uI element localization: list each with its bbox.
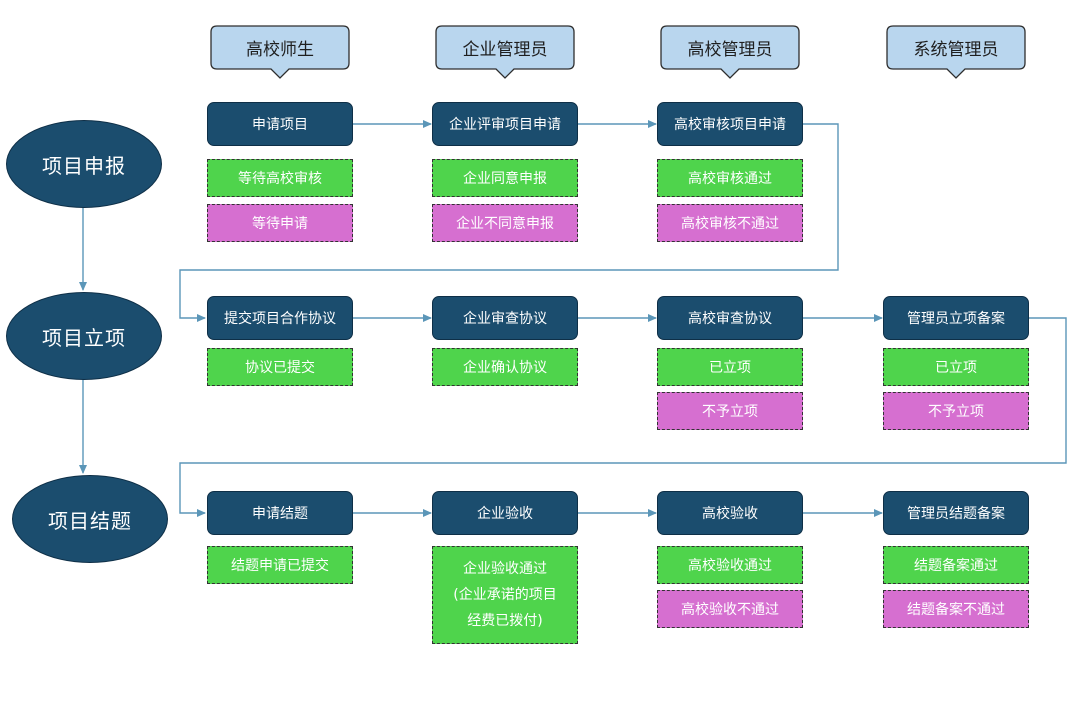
role-callout-shape — [210, 25, 350, 79]
step-node: 申请项目 — [207, 102, 353, 146]
status-success: 结题申请已提交 — [207, 546, 353, 584]
status-line: (企业承诺的项目 — [453, 587, 557, 603]
status-rejected: 高校验收不通过 — [657, 590, 803, 628]
status-success: 结题备案通过 — [883, 546, 1029, 584]
row-wrap-connector-1 — [179, 123, 839, 322]
status-success: 协议已提交 — [207, 348, 353, 386]
stage-node-3: 项目结题 — [12, 475, 168, 563]
step-node: 企业验收 — [432, 491, 578, 535]
step-node: 提交项目合作协议 — [207, 296, 353, 340]
status-rejected: 企业不同意申报 — [432, 204, 578, 242]
step-node: 高校验收 — [657, 491, 803, 535]
status-success: 已立项 — [883, 348, 1029, 386]
status-line: 经费已拨付) — [467, 613, 543, 629]
role-callout-shape — [886, 25, 1026, 79]
role-header-4: 系统管理员 — [913, 40, 999, 60]
status-rejected: 高校审核不通过 — [657, 204, 803, 242]
status-success: 高校验收通过 — [657, 546, 803, 584]
stage-node-1: 项目申报 — [6, 120, 162, 208]
role-callout-shape — [435, 25, 575, 79]
step-node: 企业评审项目申请 — [432, 102, 578, 146]
status-rejected: 结题备案不通过 — [883, 590, 1029, 628]
status-success: 高校审核通过 — [657, 159, 803, 197]
step-node: 高校审核项目申请 — [657, 102, 803, 146]
role-header-2: 企业管理员 — [462, 40, 548, 60]
stage-node-2: 项目立项 — [6, 292, 162, 380]
status-success: 企业验收通过 (企业承诺的项目经费已拨付) — [432, 546, 578, 644]
row-wrap-connector-2 — [179, 317, 1067, 517]
status-success: 已立项 — [657, 348, 803, 386]
role-header-3: 高校管理员 — [687, 40, 773, 60]
status-rejected: 不予立项 — [657, 392, 803, 430]
step-node: 高校审查协议 — [657, 296, 803, 340]
status-success: 企业同意申报 — [432, 159, 578, 197]
status-rejected: 等待申请 — [207, 204, 353, 242]
status-success: 企业确认协议 — [432, 348, 578, 386]
status-success: 等待高校审核 — [207, 159, 353, 197]
step-node: 管理员立项备案 — [883, 296, 1029, 340]
step-node: 企业审查协议 — [432, 296, 578, 340]
step-node: 管理员结题备案 — [883, 491, 1029, 535]
role-callout-shape — [660, 25, 800, 79]
status-rejected: 不予立项 — [883, 392, 1029, 430]
step-node: 申请结题 — [207, 491, 353, 535]
role-header-1: 高校师生 — [246, 40, 314, 60]
status-line: 企业验收通过 — [463, 561, 547, 577]
